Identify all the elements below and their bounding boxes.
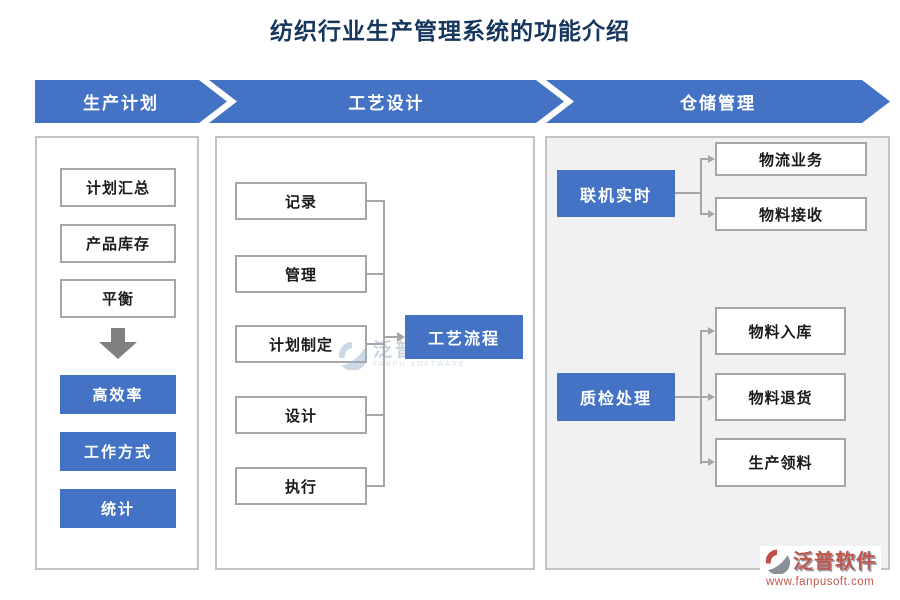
statistics-box: 统计 <box>60 489 176 528</box>
box-label: 平衡 <box>101 290 134 308</box>
header-label: 生产计划 <box>83 94 159 114</box>
connector-line <box>700 158 702 215</box>
warehouse-management-panel: 联机实时 物流业务 物料接收 质检处理 物料入库 物料退货 生产领料 <box>545 136 890 570</box>
box-label: 物流业务 <box>758 150 823 169</box>
fanpu-logo-text: 泛普软件 <box>793 549 877 573</box>
box-label: 计划汇总 <box>85 179 150 197</box>
connector-line <box>383 200 385 487</box>
box-label: 质检处理 <box>579 389 652 408</box>
box-label: 工艺流程 <box>427 329 500 348</box>
box-label: 生产领料 <box>748 454 813 472</box>
arrow-right-icon <box>708 210 715 218</box>
connector-line <box>675 396 700 398</box>
down-arrow-shaft <box>111 328 125 342</box>
arrow-right-icon <box>708 393 715 401</box>
down-arrow-icon <box>60 328 176 359</box>
high-efficiency-box: 高效率 <box>60 375 176 414</box>
fanpu-logo: 泛普软件 www.fanpusoft.com <box>760 546 881 590</box>
box-label: 物料入库 <box>748 322 813 341</box>
connector-line <box>367 273 383 275</box>
material-warehousing-box: 物料入库 <box>715 307 846 355</box>
arrow-right-icon <box>708 458 715 466</box>
work-method-box: 工作方式 <box>60 432 176 471</box>
product-inventory-box: 产品库存 <box>60 224 176 263</box>
connector-line <box>700 213 709 215</box>
header-label: 工艺设计 <box>348 94 425 114</box>
connector-line <box>367 200 383 202</box>
fanpu-logo-url: www.fanpusoft.com <box>766 576 875 588</box>
material-return-box: 物料退货 <box>715 373 846 421</box>
arrow-right-icon <box>708 327 715 335</box>
record-box: 记录 <box>235 182 367 220</box>
box-label: 联机实时 <box>579 185 652 205</box>
management-box: 管理 <box>235 255 367 293</box>
box-label: 高效率 <box>92 386 144 404</box>
box-label: 产品库存 <box>85 235 150 253</box>
box-label: 管理 <box>284 265 317 284</box>
process-design-panel: 记录 管理 计划制定 设计 执行 工艺流程 <box>215 136 535 570</box>
box-label: 计划制定 <box>268 335 333 354</box>
box-label: 设计 <box>284 406 317 425</box>
design-box: 设计 <box>235 396 367 434</box>
production-material-requisition-box: 生产领料 <box>715 438 846 487</box>
page-title: 纺织行业生产管理系统的功能介绍 <box>270 18 630 45</box>
connector-line <box>367 485 383 487</box>
box-label: 物料退货 <box>748 388 813 407</box>
connector-line <box>700 158 709 160</box>
material-receiving-box: 物料接收 <box>715 197 867 231</box>
connector-line <box>700 461 709 463</box>
header-label: 仓储管理 <box>680 94 756 114</box>
production-planning-panel: 计划汇总 产品库存 平衡 高效率 工作方式 统计 <box>35 136 199 570</box>
header-arrow-production-planning: 生产计划 <box>35 80 227 123</box>
box-label: 执行 <box>284 477 317 496</box>
connector-line <box>367 414 383 416</box>
quality-inspection-box: 质检处理 <box>557 373 675 421</box>
connector-line <box>367 343 383 345</box>
connector-line <box>700 396 709 398</box>
box-label: 记录 <box>284 192 317 211</box>
plan-formulation-box: 计划制定 <box>235 325 367 363</box>
balance-box: 平衡 <box>60 279 176 318</box>
online-realtime-box: 联机实时 <box>557 170 675 217</box>
down-arrow-head <box>99 342 137 359</box>
box-label: 工作方式 <box>83 443 152 461</box>
header-arrow-process-design: 工艺设计 <box>209 80 564 123</box>
connector-line <box>675 192 700 194</box>
fanpu-logo-icon <box>765 549 790 574</box>
arrow-right-icon <box>397 332 405 342</box>
execution-box: 执行 <box>235 467 367 505</box>
connector-line <box>700 330 709 332</box>
process-flow-box: 工艺流程 <box>405 315 523 359</box>
logistics-business-box: 物流业务 <box>715 142 867 176</box>
header-arrow-warehouse-management: 仓储管理 <box>546 80 890 123</box>
plan-summary-box: 计划汇总 <box>60 168 176 207</box>
arrow-right-icon <box>708 155 715 163</box>
box-label: 物料接收 <box>758 205 823 224</box>
connector-line <box>384 336 397 338</box>
box-label: 统计 <box>100 500 135 518</box>
